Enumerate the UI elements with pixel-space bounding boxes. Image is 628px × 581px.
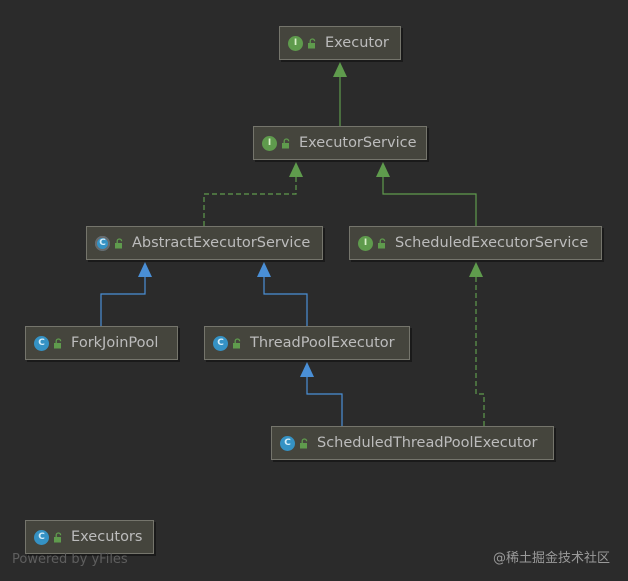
node-fork-join-pool[interactable]: C ForkJoinPool xyxy=(25,326,178,360)
node-label: AbstractExecutorService xyxy=(132,235,311,251)
node-scheduled-thread-pool-executor[interactable]: C ScheduledThreadPoolExecutor xyxy=(271,426,554,460)
node-abstract-executor-service[interactable]: C AbstractExecutorService xyxy=(86,226,323,260)
unlock-icon xyxy=(54,337,62,348)
node-label: ScheduledThreadPoolExecutor xyxy=(317,435,538,451)
node-label: Executor xyxy=(325,35,389,51)
unlock-icon xyxy=(378,237,386,248)
interface-icon: I xyxy=(288,35,303,51)
edge-abstractexecutorservice-to-executorservice xyxy=(203,162,303,226)
edge-forkjoinpool-to-abstractexecutorservice xyxy=(100,262,152,326)
unlock-icon xyxy=(54,531,62,542)
node-executor[interactable]: I Executor xyxy=(279,26,401,60)
unlock-icon xyxy=(115,237,123,248)
node-thread-pool-executor[interactable]: C ThreadPoolExecutor xyxy=(204,326,410,360)
node-executor-service[interactable]: I ExecutorService xyxy=(253,126,427,160)
edge-scheduledthreadpoolexecutor-to-scheduledexecutorservice xyxy=(469,262,485,426)
node-executors[interactable]: C Executors xyxy=(25,520,154,554)
watermark: @稀土掘金技术社区 xyxy=(492,551,610,566)
powered-by-footer: Powered by yFiles xyxy=(12,552,128,567)
interface-icon: I xyxy=(262,135,277,151)
edge-scheduledexecutorservice-to-executorservice xyxy=(376,162,477,226)
edge-executorservice-to-executor xyxy=(333,62,347,126)
unlock-icon xyxy=(282,137,290,148)
unlock-icon xyxy=(233,337,241,348)
interface-icon: I xyxy=(358,235,373,251)
node-label: ThreadPoolExecutor xyxy=(250,335,395,351)
class-icon: C xyxy=(34,529,49,545)
node-label: ForkJoinPool xyxy=(71,335,159,351)
node-scheduled-executor-service[interactable]: I ScheduledExecutorService xyxy=(349,226,602,260)
edge-threadpoolexecutor-to-abstractexecutorservice xyxy=(257,262,308,326)
edge-scheduledthreadpoolexecutor-to-threadpoolexecutor xyxy=(300,362,343,426)
class-icon: C xyxy=(34,335,49,351)
unlock-icon xyxy=(300,437,308,448)
unlock-icon xyxy=(308,37,316,48)
node-label: ExecutorService xyxy=(299,135,417,151)
node-label: ScheduledExecutorService xyxy=(395,235,589,251)
node-label: Executors xyxy=(71,529,143,545)
abstract-class-icon: C xyxy=(95,235,110,251)
class-icon: C xyxy=(280,435,295,451)
class-icon: C xyxy=(213,335,228,351)
